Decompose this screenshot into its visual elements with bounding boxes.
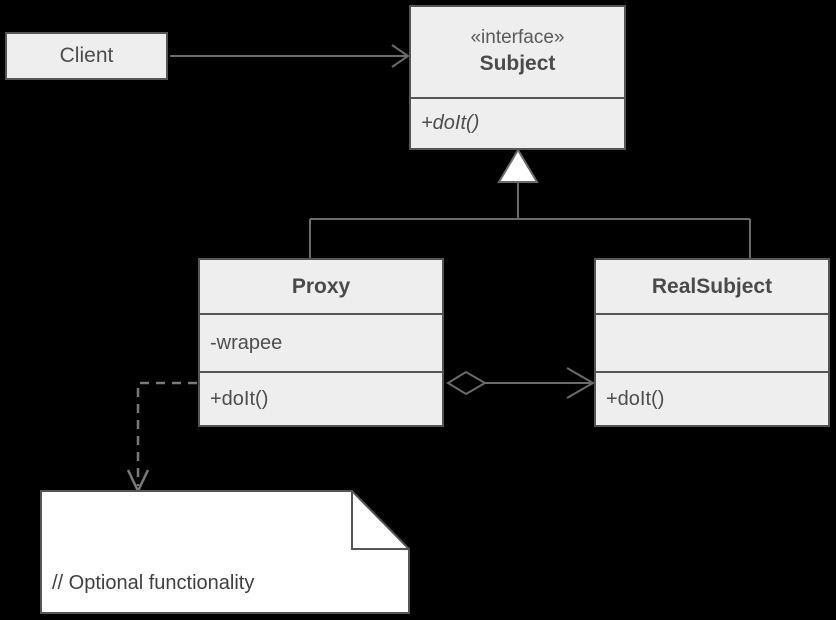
proxy-attributes-compartment: -wrapee (200, 313, 442, 371)
subject-operations-compartment: +doIt() (411, 97, 624, 148)
realsubject-operations-compartment: +doIt() (596, 371, 828, 425)
class-box-subject[interactable]: «interface» Subject +doIt() (409, 5, 626, 150)
connector-proxy-to-note (126, 381, 197, 494)
proxy-operations-compartment: +doIt() (200, 371, 442, 425)
note-line-1: // Optional functionality (52, 572, 255, 594)
realsubject-header-compartment: RealSubject (596, 260, 828, 313)
note-shape (40, 490, 410, 614)
client-label: Client (59, 44, 114, 67)
connector-generalization-tree (309, 148, 751, 258)
realsubject-operation: +doIt() (606, 387, 665, 410)
connector-proxy-to-realsubject (446, 367, 596, 399)
connector-client-to-subject (170, 44, 410, 68)
class-box-realsubject[interactable]: RealSubject +doIt() (594, 258, 830, 427)
proxy-header-compartment: Proxy (200, 260, 442, 313)
class-box-client[interactable]: Client (5, 32, 168, 80)
realsubject-attributes-compartment (596, 313, 828, 371)
note-text-block: // Optional functionality wrapee->doIt()… (52, 508, 396, 620)
proxy-operation: +doIt() (210, 387, 269, 410)
class-box-proxy[interactable]: Proxy -wrapee +doIt() (198, 258, 444, 427)
subject-operation: +doIt() (421, 112, 480, 134)
realsubject-name: RealSubject (651, 274, 773, 298)
proxy-name: Proxy (291, 274, 351, 298)
subject-stereotype: «interface» (470, 27, 565, 49)
subject-name: Subject (479, 52, 556, 76)
note-box[interactable]: // Optional functionality wrapee->doIt()… (40, 490, 410, 614)
proxy-attribute: -wrapee (210, 331, 283, 354)
subject-header-compartment: «interface» Subject (411, 7, 624, 97)
